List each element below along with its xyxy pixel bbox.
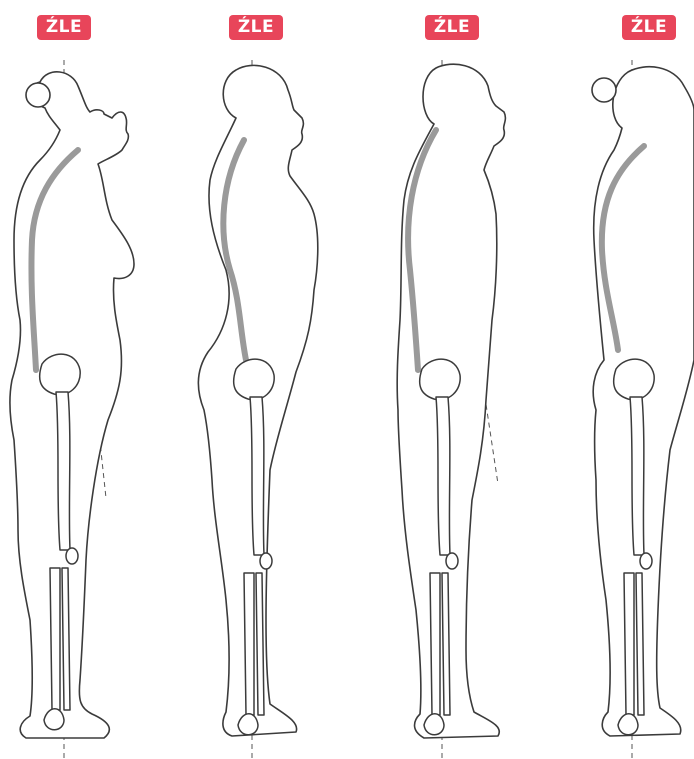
bad-posture-badge-3: ŹLE [425,15,479,40]
figure-3-flatback [397,60,505,759]
figure-2-hyperlordosis [198,60,317,759]
hair-bun-1 [26,83,50,107]
bad-posture-badge-4: ŹLE [622,15,676,40]
bad-posture-badge-2: ŹLE [229,15,283,40]
figure-4-kyphosis [592,60,694,759]
body-outline-1 [10,72,134,738]
bad-posture-badge-1: ŹLE [37,15,91,40]
figure-1-swayback [10,60,134,759]
body-outline-3 [397,64,505,738]
hair-bun-4 [592,78,616,102]
